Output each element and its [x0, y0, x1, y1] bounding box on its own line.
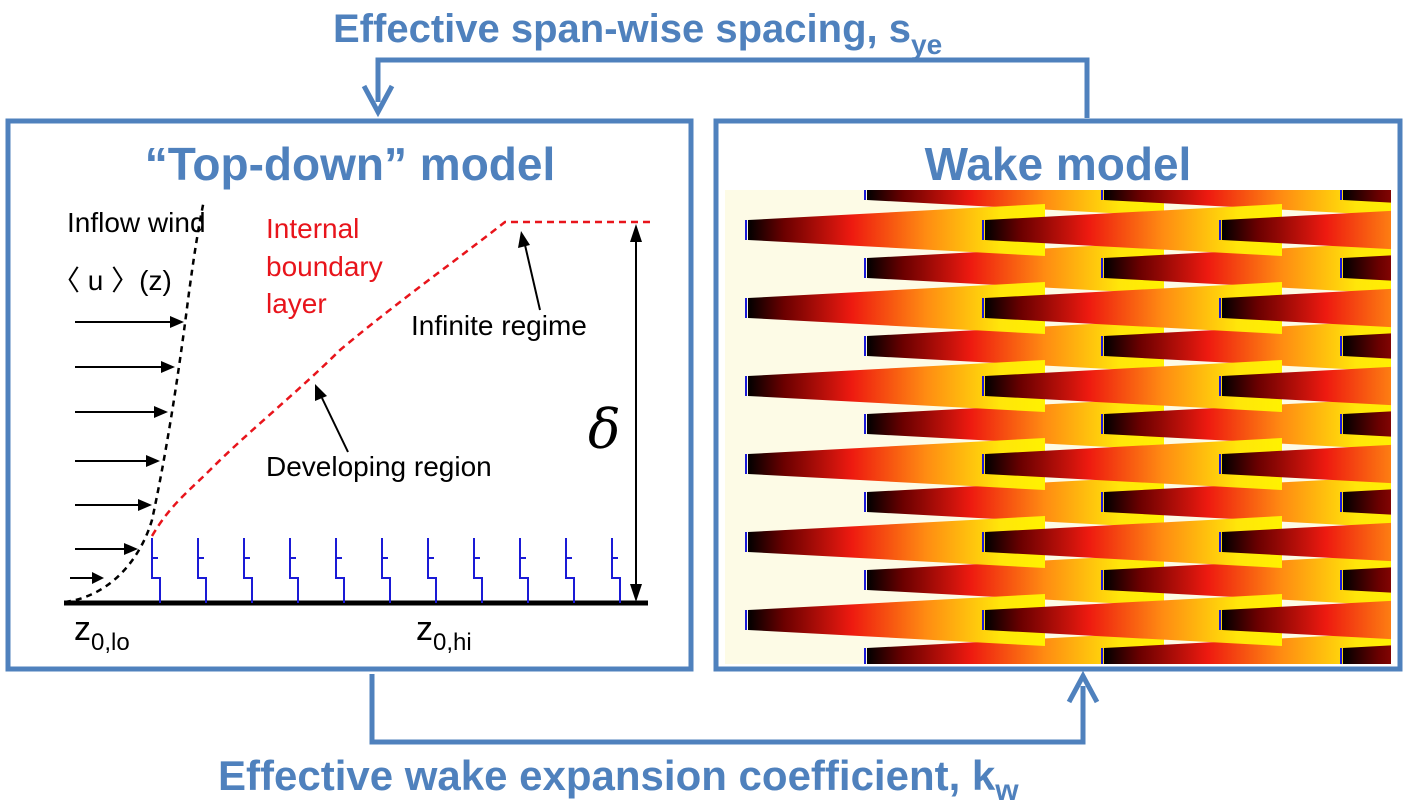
wake-wedge: [1104, 398, 1391, 450]
wake-wedge: [1343, 333, 1391, 359]
wake-wedge: [867, 242, 1164, 294]
turbine-icon: [243, 538, 253, 603]
z-low-roughness-label: z0,lo: [74, 610, 130, 656]
wake-wedge: [867, 632, 1164, 664]
top-down-panel-title: “Top-down” model: [145, 138, 556, 190]
delta-bottom-arrowhead: [630, 584, 642, 602]
wake-wedge: [1343, 567, 1391, 593]
wake-wedge: [867, 320, 1164, 372]
infinite-regime-label: Infinite regime: [411, 310, 587, 341]
top-down-panel-frame: [5, 118, 694, 672]
wake-wedge: [748, 516, 1045, 568]
wake-wedge: [985, 438, 1282, 490]
wake-wedge: [1104, 190, 1391, 216]
turbine-icon: [427, 538, 437, 603]
wake-wedge: [1222, 600, 1391, 640]
wake-wedge: [867, 476, 1164, 528]
bottom-feedback-arrow: [369, 674, 1086, 745]
wake-wedge: [985, 516, 1282, 568]
turbine-icon: [197, 538, 207, 603]
wake-wedge: [1343, 489, 1391, 515]
developing-region-label: Developing region: [266, 451, 492, 482]
infinite-regime-pointer: [524, 244, 541, 311]
wake-wedge: [1222, 288, 1391, 328]
inflow-arrows: [70, 316, 184, 584]
wake-wedge: [867, 190, 1164, 216]
wake-wedge: [1104, 476, 1391, 528]
bottom-feedback-arrowhead: [1066, 670, 1100, 704]
inflow-profile-curve: [64, 199, 206, 604]
ibl-curve: [150, 220, 650, 537]
top-down-model-panel: “Top-down” model Inflow wind 〈 u 〉(z) In…: [5, 118, 694, 672]
wake-field: [745, 190, 1391, 664]
turbine-icon: [565, 538, 575, 603]
wake-wedge: [1104, 242, 1391, 294]
turbine-icon: [381, 538, 391, 603]
wake-wedge: [985, 594, 1282, 646]
wake-wedge: [1222, 444, 1391, 484]
wake-wedge: [748, 438, 1045, 490]
top-feedback-arrowhead: [361, 84, 395, 118]
wake-wedge: [1222, 210, 1391, 250]
wake-wedge: [1222, 366, 1391, 406]
wake-wedge: [985, 282, 1282, 334]
wake-wedge: [867, 554, 1164, 606]
wake-wedge: [985, 204, 1282, 256]
ibl-label-line2: boundary: [266, 251, 383, 282]
wake-wedge: [1343, 411, 1391, 437]
wake-wedge: [1343, 645, 1391, 664]
wake-wedge: [1104, 320, 1391, 372]
wake-wedge: [867, 398, 1164, 450]
turbine-icon: [519, 538, 529, 603]
turbine-icon: [473, 538, 483, 603]
turbine-icon: [151, 538, 161, 603]
turbine-icon: [289, 538, 299, 603]
wake-wedge: [1343, 255, 1391, 281]
z-high-roughness-label: z0,hi: [416, 610, 472, 656]
wake-wedge: [1222, 522, 1391, 562]
ibl-label-line3: layer: [266, 288, 327, 319]
bottom-feedback-title: Effective wake expansion coefficient, kw: [218, 752, 1019, 804]
wake-model-panel: Wake model: [713, 118, 1403, 672]
inflow-symbol-label: 〈 u 〉(z): [52, 265, 172, 296]
developing-region-pointer-head: [315, 384, 327, 401]
ibl-label-line1: Internal: [266, 213, 359, 244]
top-feedback-title: Effective span-wise spacing, sye: [333, 7, 942, 60]
turbine-icon: [335, 538, 345, 603]
wake-wedge: [748, 282, 1045, 334]
wake-wedge: [1104, 632, 1391, 664]
wake-wedge: [985, 360, 1282, 412]
wake-wedge: [748, 594, 1045, 646]
top-feedback-arrow: [375, 57, 1090, 118]
wake-wedge: [748, 360, 1045, 412]
wake-wedge: [1343, 190, 1391, 203]
inflow-wind-label: Inflow wind: [67, 207, 206, 238]
wake-wedge: [1104, 554, 1391, 606]
turbine-icon: [611, 538, 621, 603]
developing-region-pointer: [321, 397, 349, 453]
delta-symbol: δ: [588, 398, 621, 461]
delta-top-arrowhead: [630, 224, 642, 242]
infinite-regime-pointer-head: [518, 231, 530, 248]
wake-wedge: [748, 204, 1045, 256]
turbine-row: [151, 538, 621, 603]
wake-panel-title: Wake model: [925, 138, 1192, 190]
